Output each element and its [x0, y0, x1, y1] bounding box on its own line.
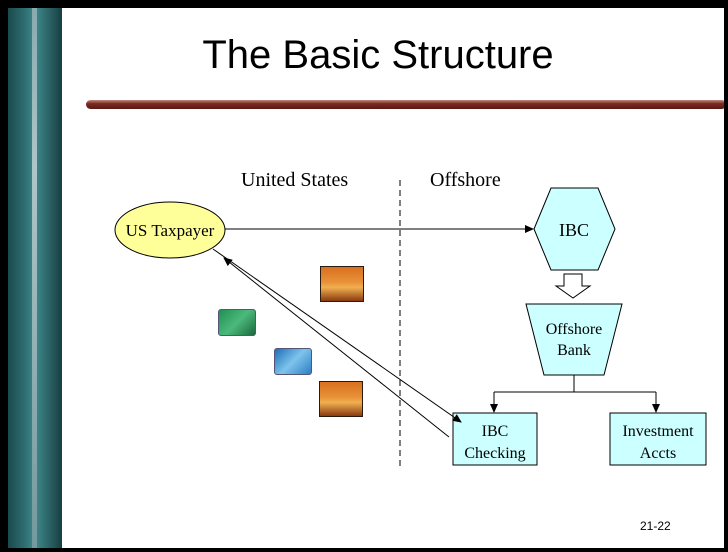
offshore-bank-node [525, 303, 623, 376]
ibc-checking-node [452, 412, 538, 466]
credit-card-blue-icon [274, 348, 312, 375]
block-arrow-down [554, 273, 592, 299]
offshore-bank-label-line1: Offshore [546, 321, 603, 338]
sidebar-decoration [8, 8, 62, 548]
investment-label-line2: Accts [640, 445, 676, 462]
investment-label-line1: Investment [622, 423, 694, 440]
slide: The Basic Structure United States Offsho… [8, 8, 724, 548]
us-taxpayer-node [114, 201, 226, 259]
slide-number: 21-22 [640, 519, 671, 533]
offshore-bank-label-line2: Bank [557, 342, 591, 359]
slide-title: The Basic Structure [202, 33, 554, 77]
region-label-us: United States [241, 169, 348, 191]
investment-accts-node [609, 412, 707, 466]
title-rule [86, 100, 724, 109]
ibc-checking-label-line2: Checking [464, 445, 525, 462]
arrow-checking-to-taxpayer [223, 257, 450, 438]
ibc-node [533, 187, 616, 271]
ibc-label: IBC [559, 220, 589, 240]
credit-card-green-icon [218, 309, 256, 336]
us-taxpayer-label: US Taxpayer [126, 221, 215, 240]
ibc-checking-label-line1: IBC [482, 423, 509, 440]
sidebar-stripe [32, 8, 37, 548]
power-pylon-icon [319, 381, 363, 417]
arrow-taxpayer-to-checking [212, 248, 462, 423]
power-pylon-icon [320, 266, 364, 302]
structure-diagram: United States Offshore US Taxpayer IBC O… [114, 169, 707, 466]
region-label-offshore: Offshore [430, 169, 501, 191]
